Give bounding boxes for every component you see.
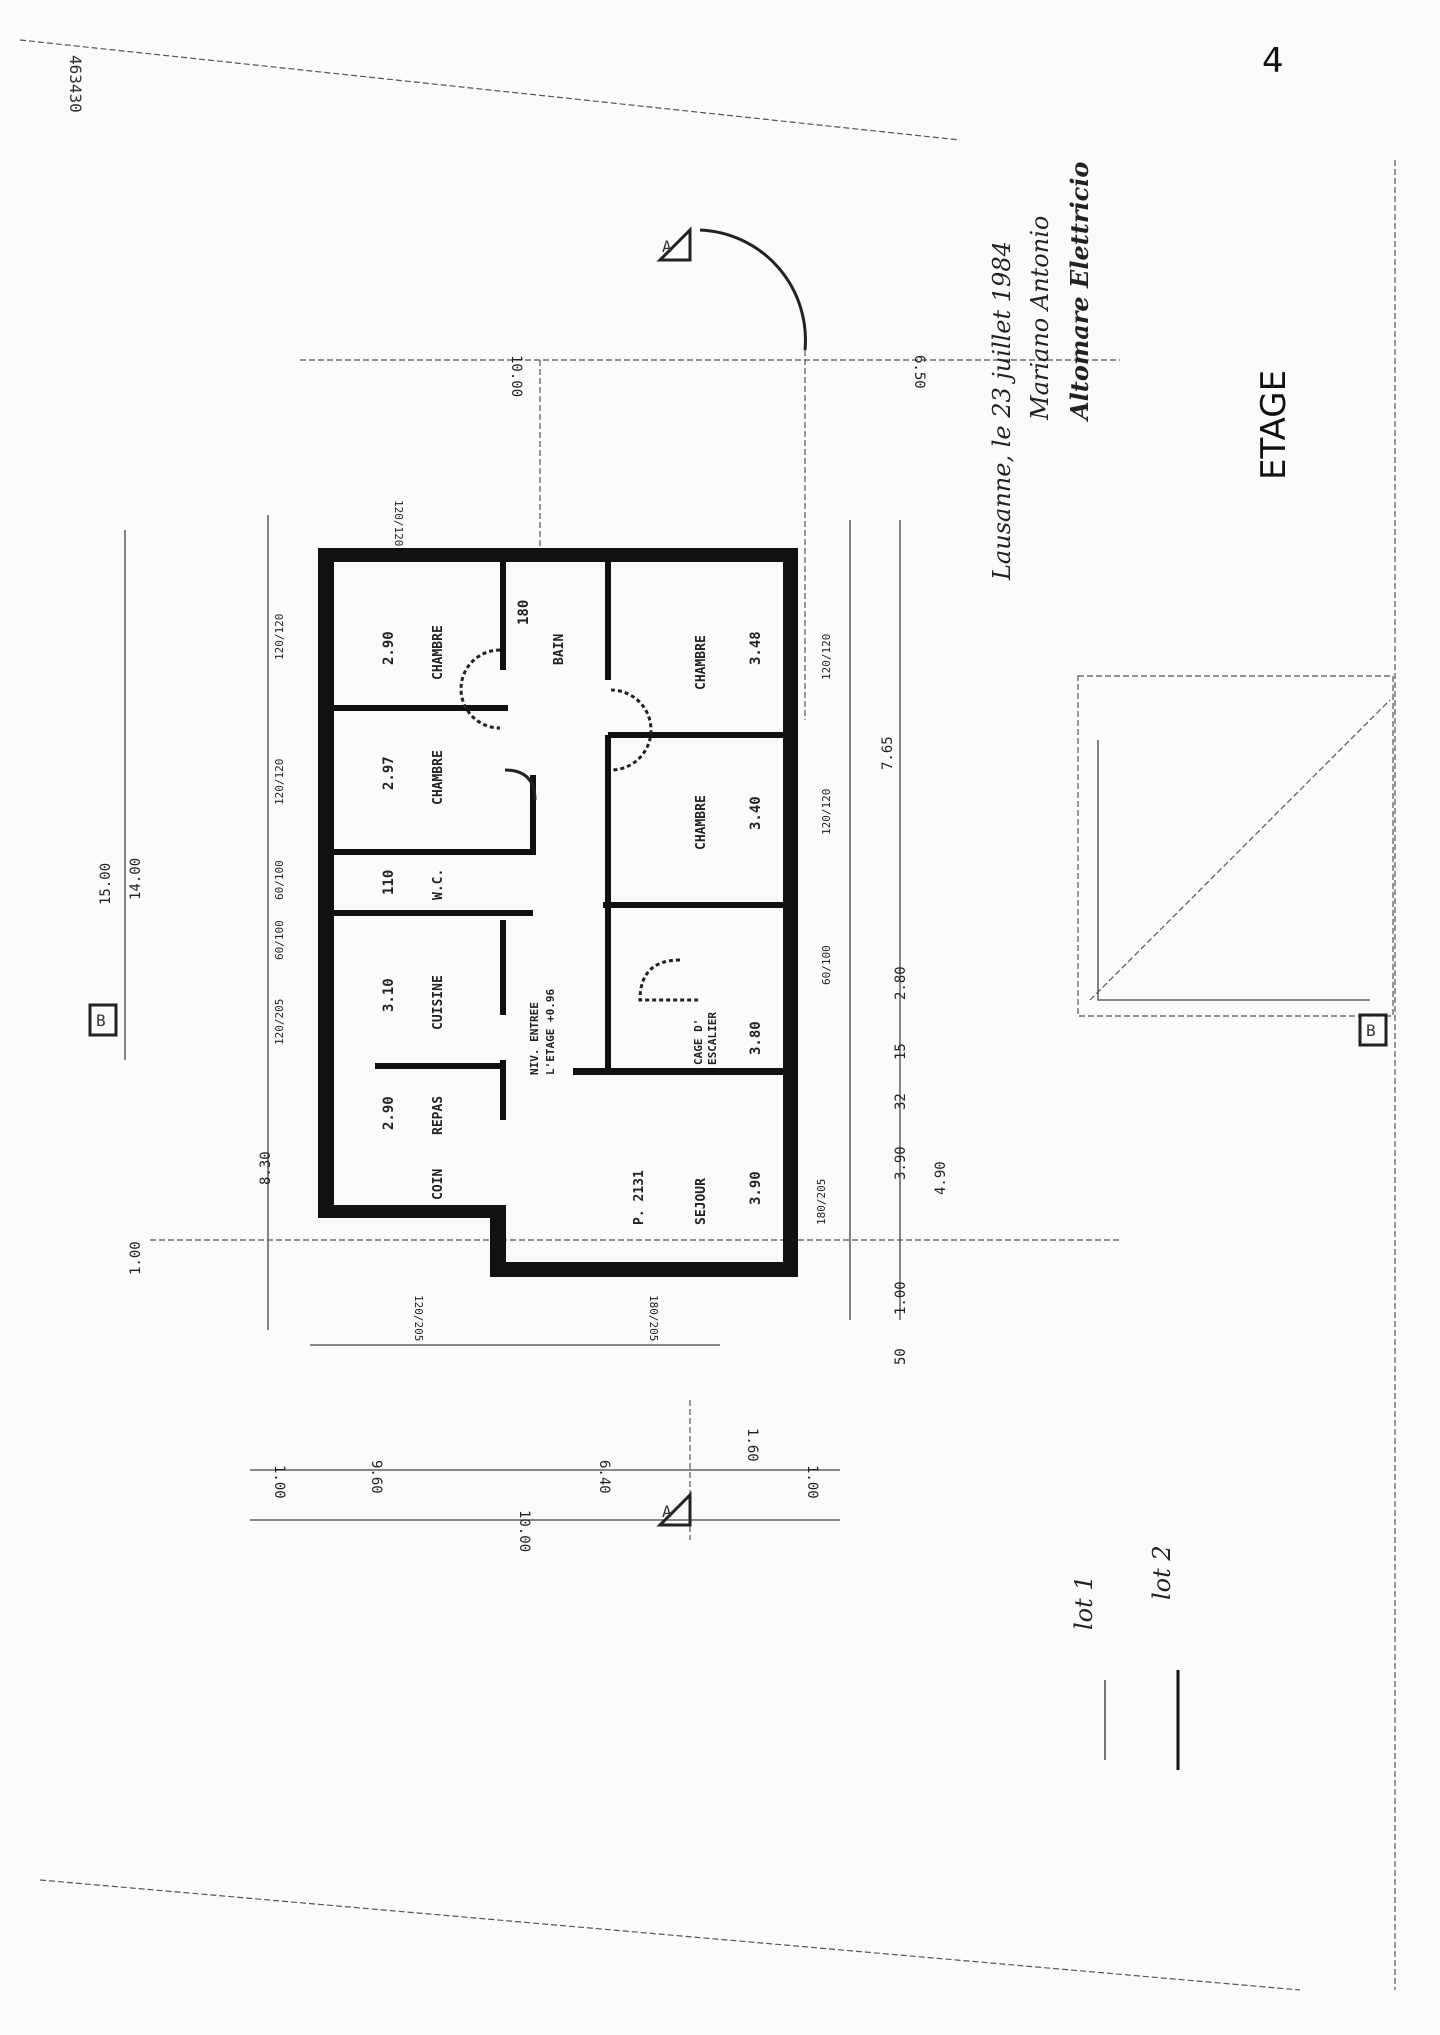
window-dim: 120/120 xyxy=(273,614,286,660)
room-label-cage-1: CAGE D' xyxy=(692,1019,705,1065)
room-dim-cage: 3.80 xyxy=(748,1021,764,1055)
dim-bottom-160: 1.60 xyxy=(744,1428,760,1462)
room-label-wc: W.C. xyxy=(431,869,446,900)
window-dim: 120/120 xyxy=(392,500,405,546)
room-label-cage-2: ESCALIER xyxy=(706,1012,719,1065)
dim-overall-14: 14.00 xyxy=(128,858,144,900)
section-marker-b-right: B xyxy=(1358,1013,1388,1047)
building-walls xyxy=(318,548,798,1277)
stair-curve xyxy=(504,768,537,801)
dim-right-100: 1.00 xyxy=(893,1281,909,1315)
window-dim: 120/120 xyxy=(820,789,833,835)
room-dim-bain: 180 xyxy=(516,600,532,625)
room-dim-sejour: 3.90 xyxy=(748,1171,764,1205)
room-label-coin: COIN xyxy=(431,1169,446,1200)
legend-lot-1: lot 1 xyxy=(1070,1575,1098,1630)
room-label-chambre-4: CHAMBRE xyxy=(694,635,709,690)
floor-title: ETAGE xyxy=(1254,370,1294,480)
dim-bottom-640: 6.40 xyxy=(596,1460,612,1494)
room-dim-wc: 110 xyxy=(381,870,397,895)
dim-left-830: 8.30 xyxy=(258,1151,274,1185)
dim-bottom-100b: 1.00 xyxy=(804,1465,820,1499)
plot-boundary-line xyxy=(39,1879,1301,1991)
detail-square xyxy=(1077,675,1394,1017)
handwritten-note-line-3: Altomare Elettricio xyxy=(1065,162,1094,422)
room-dim-cuisine: 3.10 xyxy=(381,978,397,1012)
handwritten-note-line-2: Mariano Antonio xyxy=(1026,216,1054,421)
dim-right-280: 2.80 xyxy=(893,966,909,1000)
dim-bottom-100a: 1.00 xyxy=(271,1465,287,1499)
svg-text:A: A xyxy=(662,1502,672,1521)
dim-overall-15: 15.00 xyxy=(98,863,114,905)
dim-right-50: 50 xyxy=(893,1348,909,1365)
room-dim-coin-repas: 2.90 xyxy=(381,1096,397,1130)
legend: lot 1 lot 2 xyxy=(1070,1545,1180,1770)
room-dim-chambre-3: 3.40 xyxy=(748,796,764,830)
reference-number: 463430 xyxy=(66,55,85,113)
dim-left-100: 1.00 xyxy=(128,1241,144,1275)
window-dim: 60/100 xyxy=(273,920,286,960)
dim-right-15: 15 xyxy=(893,1043,909,1060)
dim-bottom-1000: 10.00 xyxy=(516,1510,532,1552)
window-dim: 60/100 xyxy=(820,945,833,985)
dim-bottom-960: 9.60 xyxy=(368,1460,384,1494)
section-marker-b-left: B xyxy=(88,1003,118,1037)
room-label-repas: REPAS xyxy=(431,1096,446,1135)
legend-lot-2: lot 2 xyxy=(1148,1545,1176,1600)
dim-top-10: 10.00 xyxy=(508,355,524,397)
room-label-sejour: SEJOUR xyxy=(694,1178,709,1225)
door-swing-arc xyxy=(459,648,501,730)
dim-right-765: 7.65 xyxy=(880,736,896,770)
room-label-bain: BAIN xyxy=(552,634,567,665)
parcel-number: P. 2131 xyxy=(632,1170,647,1225)
window-dim: 60/100 xyxy=(273,860,286,900)
window-dim: 120/205 xyxy=(412,1295,425,1341)
window-dim: 120/120 xyxy=(820,634,833,680)
section-marker-a-top: A xyxy=(656,226,692,262)
window-dim: 180/205 xyxy=(647,1295,660,1341)
plot-boundary-line xyxy=(19,39,961,141)
gate-swing-arc xyxy=(699,228,807,351)
dim-top-650: 6.50 xyxy=(911,355,927,389)
room-dim-chambre-1: 2.90 xyxy=(381,631,397,665)
window-dim: 180/205 xyxy=(815,1179,828,1225)
room-label-chambre-3: CHAMBRE xyxy=(694,795,709,850)
sheet-number: 4 xyxy=(1262,41,1284,81)
dim-right-32: 32 xyxy=(893,1093,909,1110)
room-label-chambre-1: CHAMBRE xyxy=(431,625,446,680)
level-note-line-2: L'ETAGE +0.96 xyxy=(544,989,557,1075)
stair-outline xyxy=(638,958,700,1002)
svg-text:B: B xyxy=(1366,1021,1376,1040)
section-marker-a-bottom: A xyxy=(656,1491,692,1527)
room-label-cuisine: CUISINE xyxy=(431,975,446,1030)
svg-text:A: A xyxy=(662,237,672,256)
room-dim-chambre-4: 3.48 xyxy=(748,631,764,665)
room-label-chambre-2: CHAMBRE xyxy=(431,750,446,805)
window-dim: 120/205 xyxy=(273,999,286,1045)
level-note-line-1: NIV. ENTREE xyxy=(528,1002,541,1075)
dim-right-490: 4.90 xyxy=(933,1161,949,1195)
dim-right-390: 3.90 xyxy=(893,1146,909,1180)
room-dim-chambre-2: 2.97 xyxy=(381,756,397,790)
door-swing-arc xyxy=(610,688,653,772)
handwritten-note-line-1: Lausanne, le 23 juillet 1984 xyxy=(988,241,1016,581)
window-dim: 120/120 xyxy=(273,759,286,805)
svg-text:B: B xyxy=(96,1011,106,1030)
